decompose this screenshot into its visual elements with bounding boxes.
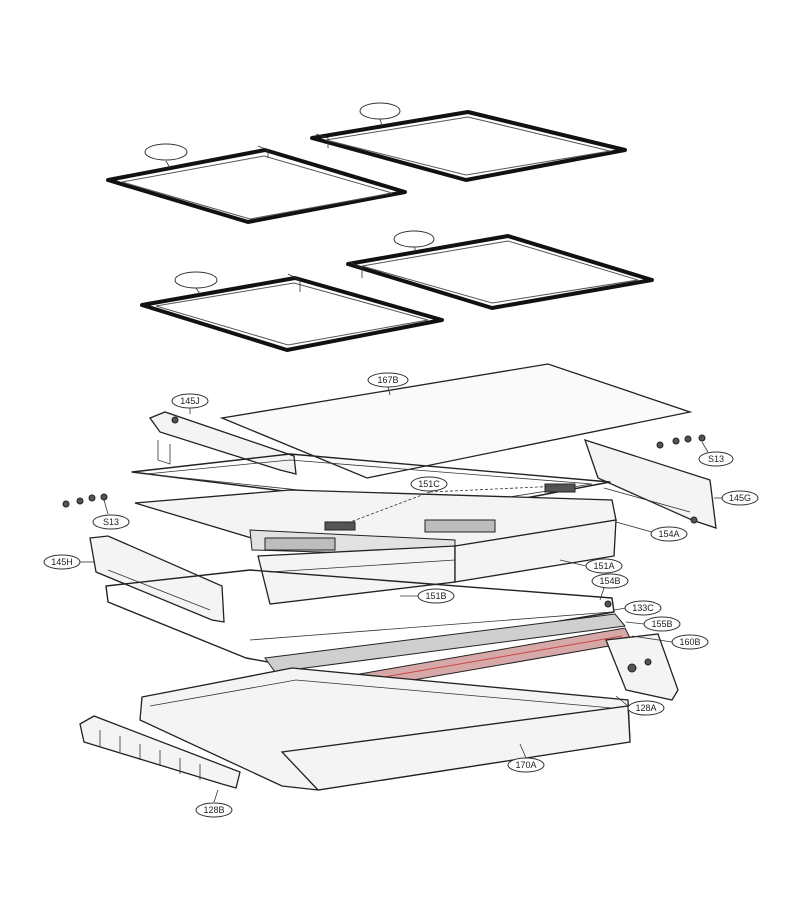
rail-145J xyxy=(148,411,297,475)
callout-128B-label: 128B xyxy=(203,805,224,815)
callout-128B: 128B xyxy=(195,789,233,818)
screws-right xyxy=(656,434,706,449)
callout-145H: 145H xyxy=(43,554,94,570)
shelf-middle-left xyxy=(140,273,444,352)
rail-145G xyxy=(583,438,717,529)
bracket-128B xyxy=(79,715,241,789)
callout-167B: 167B xyxy=(367,372,409,396)
drawer-151A xyxy=(257,519,617,605)
callout-145G-label: 145G xyxy=(729,493,751,503)
callout-145H-label: 145H xyxy=(51,557,73,567)
callout-151A-label: 151A xyxy=(593,561,614,571)
callout-160B-label: 160B xyxy=(679,637,700,647)
callout-154A: 154A xyxy=(615,521,688,542)
callout-128A-label: 128A xyxy=(635,703,656,713)
callout-S13-right: S13 xyxy=(698,441,734,467)
callout-170A: 170A xyxy=(507,743,545,773)
callout-151C: 151C xyxy=(410,476,448,492)
callout-154B: 154B xyxy=(591,573,629,601)
callout-shelf-1 xyxy=(144,143,188,169)
callout-151C-label: 151C xyxy=(418,479,440,489)
shelf-middle-right xyxy=(346,234,654,310)
cover-167B xyxy=(219,363,693,479)
callout-145J-label: 145J xyxy=(180,396,200,406)
drawer-154A xyxy=(134,483,617,557)
dashed-leaders-151C xyxy=(344,485,561,525)
shelf-top-left xyxy=(106,145,407,224)
rail-145H xyxy=(89,535,225,623)
callout-133C: 133C xyxy=(613,600,662,616)
bracket-128A xyxy=(605,633,679,701)
bar-155B xyxy=(264,613,626,673)
callout-shelf-3 xyxy=(174,271,218,295)
callout-154B-label: 154B xyxy=(599,576,620,586)
callout-S13-left-label: S13 xyxy=(103,517,119,527)
callout-shelf-4 xyxy=(393,230,435,253)
callout-160B: 160B xyxy=(631,634,709,650)
callout-S13-right-label: S13 xyxy=(708,454,724,464)
callout-145G: 145G xyxy=(714,490,759,506)
callout-167B-label: 167B xyxy=(377,375,398,385)
callout-151B-label: 151B xyxy=(425,591,446,601)
callout-155B-label: 155B xyxy=(651,619,672,629)
callout-shelf-2 xyxy=(359,102,401,127)
callout-154A-label: 154A xyxy=(658,529,679,539)
callout-145J: 145J xyxy=(171,393,209,414)
tray-170A xyxy=(139,667,631,791)
callout-S13-left: S13 xyxy=(92,499,130,530)
callout-151A: 151A xyxy=(559,558,623,574)
screws-left xyxy=(62,493,108,508)
callout-128A: 128A xyxy=(615,695,665,716)
callout-170A-label: 170A xyxy=(515,760,536,770)
callout-133C-label: 133C xyxy=(632,603,654,613)
callout-151B: 151B xyxy=(400,588,455,604)
callout-155B: 155B xyxy=(625,616,681,632)
shelf-top-right xyxy=(310,110,627,182)
